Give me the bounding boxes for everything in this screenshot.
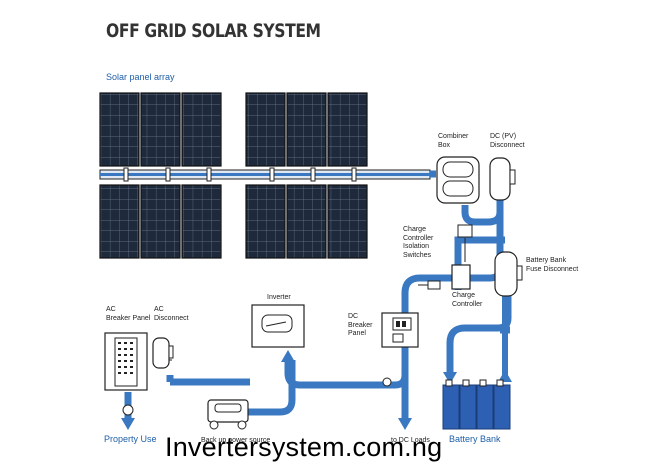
- solar-panel: [99, 184, 140, 259]
- dc-pv-disconnect-label: DC (PV) Disconnect: [490, 133, 525, 149]
- charge-controller-label: Charge Controller: [452, 292, 483, 308]
- dc-pv-disconnect: [489, 157, 516, 201]
- ac-breaker-panel: [104, 332, 148, 391]
- solar-array-label: Solar panel array: [106, 72, 175, 82]
- ac-breaker-panel-label: AC Breaker Panel: [106, 306, 151, 322]
- rail-clamp: [351, 167, 357, 182]
- dc-loads-label: to DC Loads: [391, 437, 430, 444]
- solar-panel: [140, 92, 181, 167]
- dc-breaker-panel-label: DC Breaker Panel: [348, 313, 373, 337]
- battery-cell: [459, 384, 477, 430]
- battery-bank-label: Battery Bank: [449, 434, 501, 444]
- battery-terminal: [479, 379, 487, 387]
- flow-arrows: [121, 350, 512, 430]
- solar-panel: [327, 92, 368, 167]
- solar-panel: [181, 184, 222, 259]
- battery-terminal: [496, 379, 504, 387]
- ground-icon: [122, 377, 392, 416]
- generator-icon: [207, 399, 249, 430]
- dc-breaker-panel: [381, 312, 419, 348]
- combiner-box-label: Combiner Box: [438, 133, 469, 149]
- battery-terminal: [462, 379, 470, 387]
- battery-cell: [476, 384, 494, 430]
- isolation-switches-label: Charge Controller Isolation Switches: [403, 226, 434, 259]
- battery-terminal: [445, 379, 453, 387]
- isolation-switch: [427, 224, 473, 290]
- wiring-pipes: [124, 170, 512, 420]
- solar-panel: [245, 92, 286, 167]
- battery-cell: [493, 384, 511, 430]
- charge-controller: [451, 264, 471, 290]
- solar-panel: [245, 184, 286, 259]
- rail-clamp: [123, 167, 129, 182]
- rail-clamp: [310, 167, 316, 182]
- combiner-box: [436, 156, 480, 204]
- solar-panel: [181, 92, 222, 167]
- rail-clamp: [165, 167, 171, 182]
- rail-clamp: [269, 167, 275, 182]
- solar-panel: [286, 92, 327, 167]
- inverter-label: Inverter: [267, 294, 291, 301]
- solar-panel: [327, 184, 368, 259]
- solar-panel: [286, 184, 327, 259]
- rail-clamp: [206, 167, 212, 182]
- watermark: Invertersystem.com.ng: [165, 432, 443, 462]
- property-use-label: Property Use: [104, 434, 157, 444]
- ac-disconnect: [152, 337, 174, 369]
- solar-panel: [99, 92, 140, 167]
- battery-cell: [442, 384, 460, 430]
- ac-disconnect-label: AC Disconnect: [154, 306, 189, 322]
- solar-panel-array: [99, 92, 368, 259]
- page-title: OFF GRID SOLAR SYSTEM: [106, 20, 321, 42]
- battery-fuse-disconnect: [494, 251, 523, 297]
- inverter: [251, 304, 305, 348]
- battery-bank: [442, 379, 511, 430]
- backup-power-label: Back up power source: [201, 437, 271, 444]
- battery-fuse-label: Battery Bank Fuse Disconnect: [526, 257, 579, 273]
- solar-panel: [140, 184, 181, 259]
